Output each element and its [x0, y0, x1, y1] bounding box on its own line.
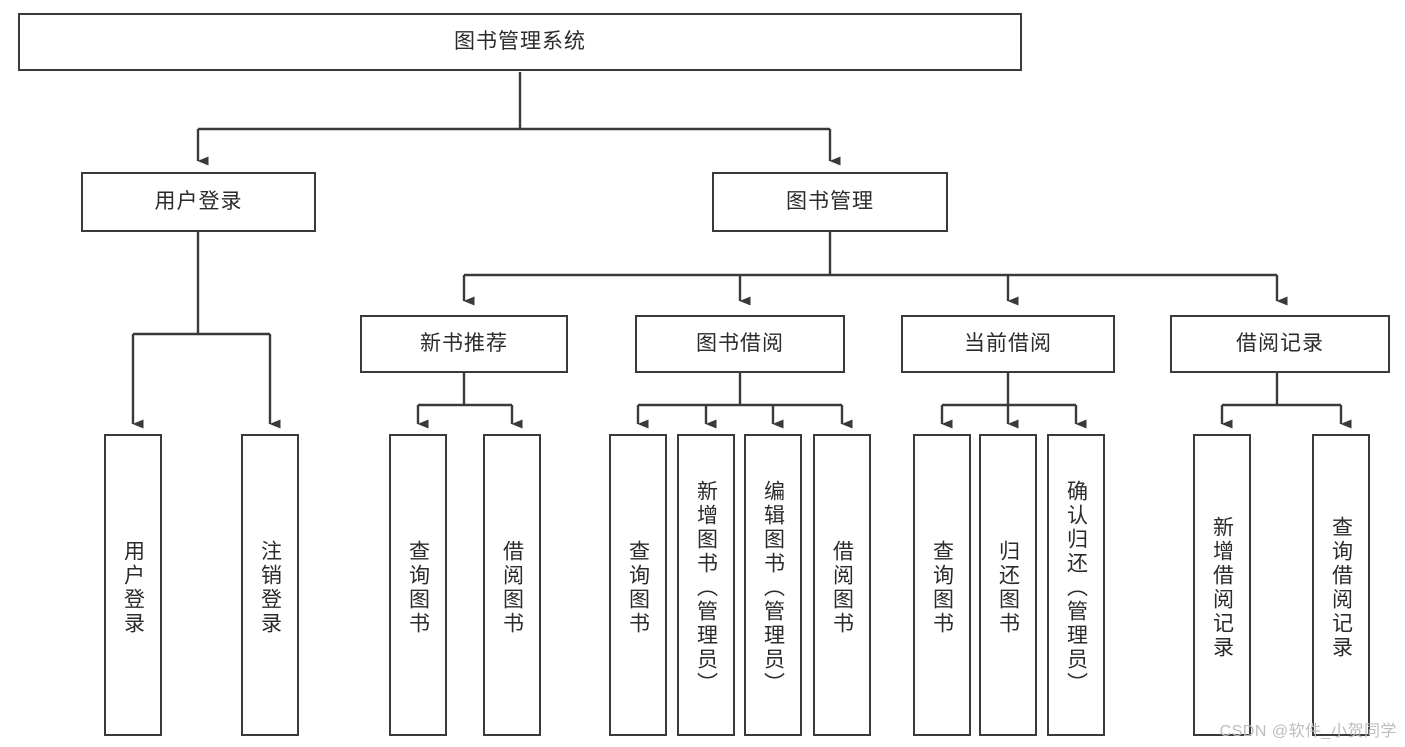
node-label: 查询图书: [930, 540, 954, 636]
node-label: 借阅图书: [500, 540, 524, 636]
leaf-add-book-admin[interactable]: 新增图书（管理员）: [677, 434, 735, 736]
leaf-query-book-borrow[interactable]: 查询图书: [609, 434, 667, 736]
node-label: 新书推荐: [420, 331, 508, 355]
leaf-confirm-return-admin[interactable]: 确认归还（管理员）: [1047, 434, 1105, 736]
node-book-borrow[interactable]: 图书借阅: [635, 315, 845, 373]
node-book-management[interactable]: 图书管理: [712, 172, 948, 232]
leaf-borrow-book-recommend[interactable]: 借阅图书: [483, 434, 541, 736]
leaf-query-book-recommend[interactable]: 查询图书: [389, 434, 447, 736]
node-label: 图书管理: [786, 189, 874, 213]
node-label: 图书借阅: [696, 331, 784, 355]
node-label: 归还图书: [996, 540, 1020, 636]
leaf-logout[interactable]: 注销登录: [241, 434, 299, 736]
node-label: 用户登录: [121, 540, 145, 636]
leaf-edit-book-admin[interactable]: 编辑图书（管理员）: [744, 434, 802, 736]
leaf-user-login[interactable]: 用户登录: [104, 434, 162, 736]
node-label: 用户登录: [154, 189, 243, 213]
node-label: 当前借阅: [964, 331, 1052, 355]
leaf-return-book[interactable]: 归还图书: [979, 434, 1037, 736]
node-new-book-recommend[interactable]: 新书推荐: [360, 315, 568, 373]
node-label: 查询借阅记录: [1329, 516, 1353, 660]
node-label: 查询图书: [406, 540, 430, 636]
leaf-add-borrow-record[interactable]: 新增借阅记录: [1193, 434, 1251, 736]
node-user-login[interactable]: 用户登录: [81, 172, 316, 232]
leaf-query-borrow-record[interactable]: 查询借阅记录: [1312, 434, 1370, 736]
node-label: 确认归还（管理员）: [1064, 480, 1088, 696]
node-label: 新增图书（管理员）: [694, 480, 718, 696]
node-label: 借阅图书: [830, 540, 854, 636]
node-label: 借阅记录: [1236, 331, 1324, 355]
watermark-text: CSDN @软件_小贺同学: [1219, 723, 1397, 740]
leaf-borrow-book[interactable]: 借阅图书: [813, 434, 871, 736]
node-current-borrow[interactable]: 当前借阅: [901, 315, 1115, 373]
leaf-query-book-current[interactable]: 查询图书: [913, 434, 971, 736]
node-label: 新增借阅记录: [1210, 516, 1234, 660]
node-root-system[interactable]: 图书管理系统: [18, 13, 1022, 71]
node-label: 图书管理系统: [454, 29, 586, 53]
node-borrow-records[interactable]: 借阅记录: [1170, 315, 1390, 373]
node-label: 编辑图书（管理员）: [761, 480, 785, 696]
node-label: 查询图书: [626, 540, 650, 636]
node-label: 注销登录: [258, 540, 282, 636]
